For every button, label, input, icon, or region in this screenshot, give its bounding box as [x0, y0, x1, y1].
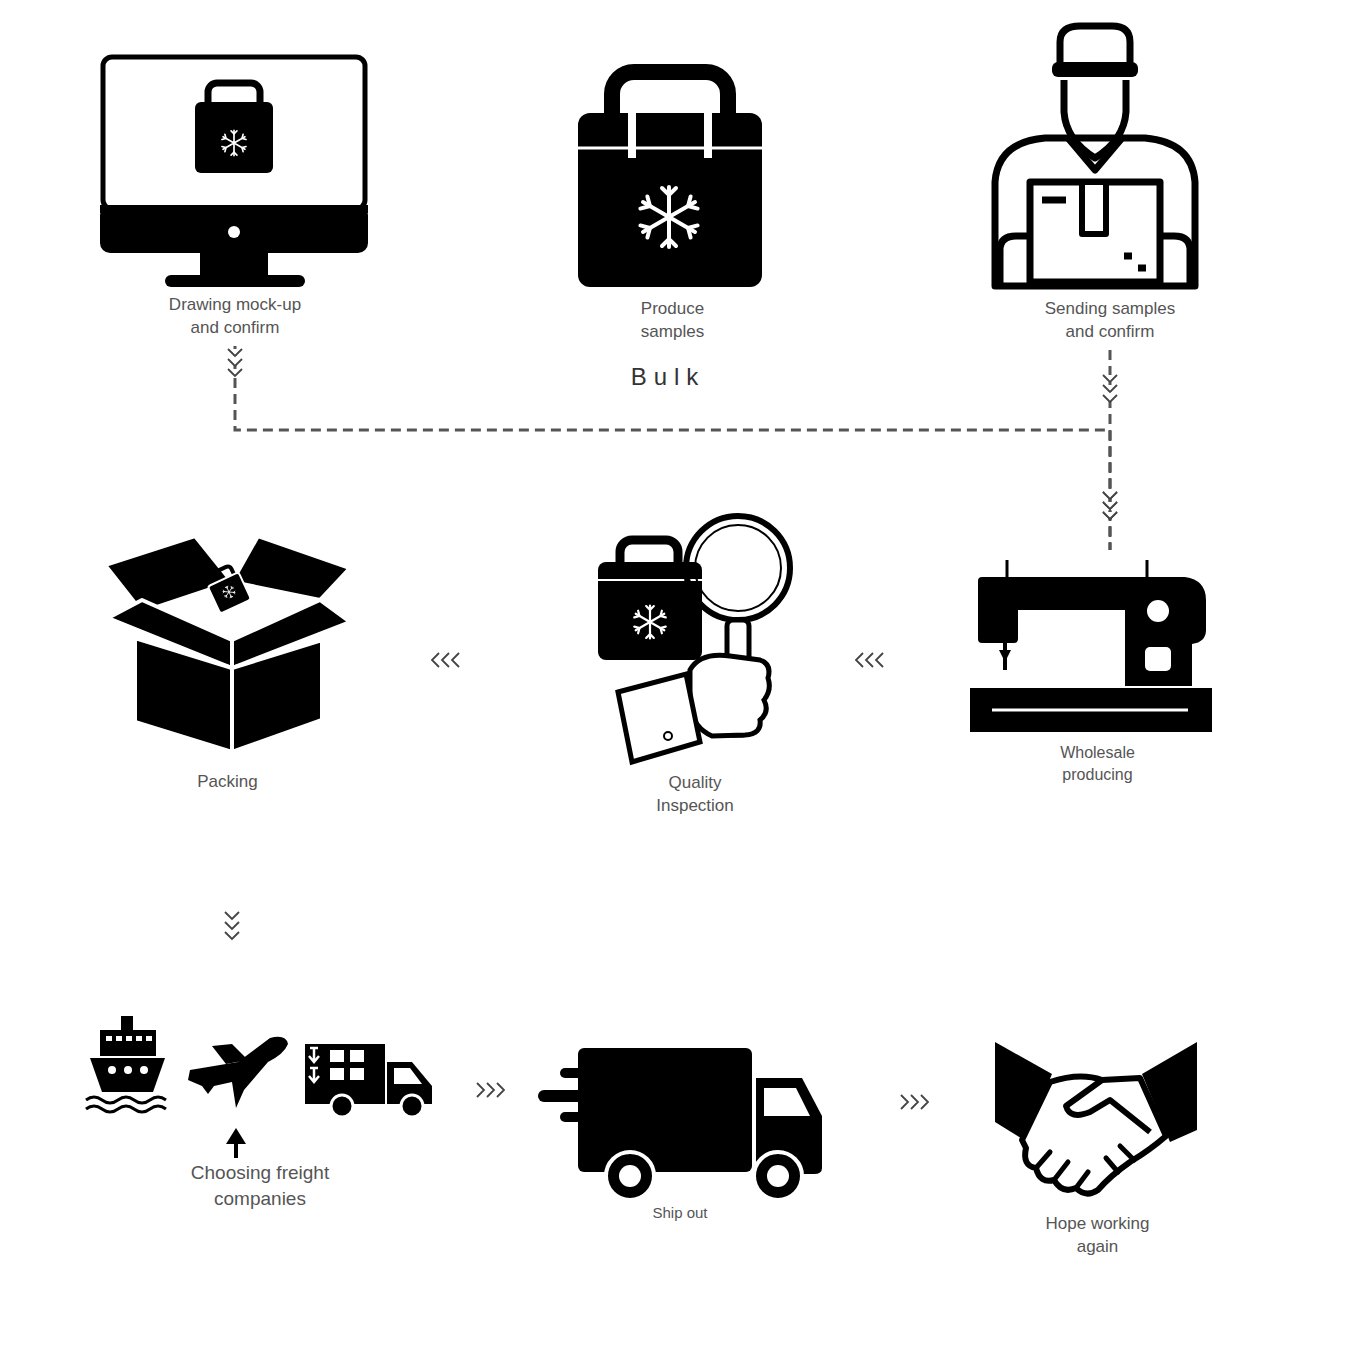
step-caption: Produce samples: [623, 298, 723, 344]
cooler-bag-icon: [578, 72, 762, 287]
flow-connector: [830, 1101, 990, 1104]
handshake-icon: [995, 1042, 1197, 1194]
chevron-arrow: [901, 1095, 928, 1109]
chevron-arrow: [1103, 492, 1117, 519]
edge-label: Bulk: [627, 363, 710, 391]
step-node: Quality Inspection: [590, 510, 800, 824]
flow-connector: [231, 800, 234, 1010]
step-caption: Choosing freight companies: [175, 1160, 345, 1211]
flow-connector: [355, 659, 590, 662]
step-caption: Wholesale producing: [1043, 742, 1153, 785]
courier-icon: [995, 26, 1195, 286]
step-caption: Sending samples and confirm: [1030, 298, 1190, 344]
chevron-arrow: [432, 653, 459, 667]
chevron-arrow: [1103, 375, 1117, 402]
step-node: Sending samples and confirm: [985, 18, 1235, 350]
step-node: Hope working again: [990, 1035, 1205, 1265]
sewing-machine-icon: [970, 560, 1212, 732]
flow-connector: [800, 659, 975, 662]
chevron-arrow: [225, 912, 239, 939]
step-caption: Quality Inspection: [640, 772, 750, 818]
freight-icons: [86, 1016, 432, 1158]
open-box-icon: [105, 536, 350, 752]
step-node: Produce samples: [560, 62, 785, 350]
chevron-arrow: [477, 1083, 504, 1097]
chevron-arrow: [1103, 492, 1117, 519]
inspection-icon: [598, 516, 790, 762]
step-caption: Ship out: [610, 1203, 750, 1223]
monitor-icon: [100, 57, 368, 287]
step-node: Packing: [100, 530, 355, 800]
step-caption: Hope working again: [1028, 1213, 1168, 1259]
step-node: Choosing freight companies: [80, 1010, 440, 1217]
step-caption: Drawing mock-up and confirm: [155, 294, 315, 340]
step-node: Wholesale producing: [975, 550, 1220, 791]
chevron-arrow: [228, 349, 242, 376]
step-node: Ship out: [530, 1040, 830, 1229]
flow-connector: [235, 346, 1110, 550]
step-node: Drawing mock-up and confirm: [95, 50, 375, 346]
chevron-arrow: [856, 653, 883, 667]
delivery-truck-icon: [538, 1048, 822, 1200]
step-caption: Packing: [158, 771, 298, 794]
